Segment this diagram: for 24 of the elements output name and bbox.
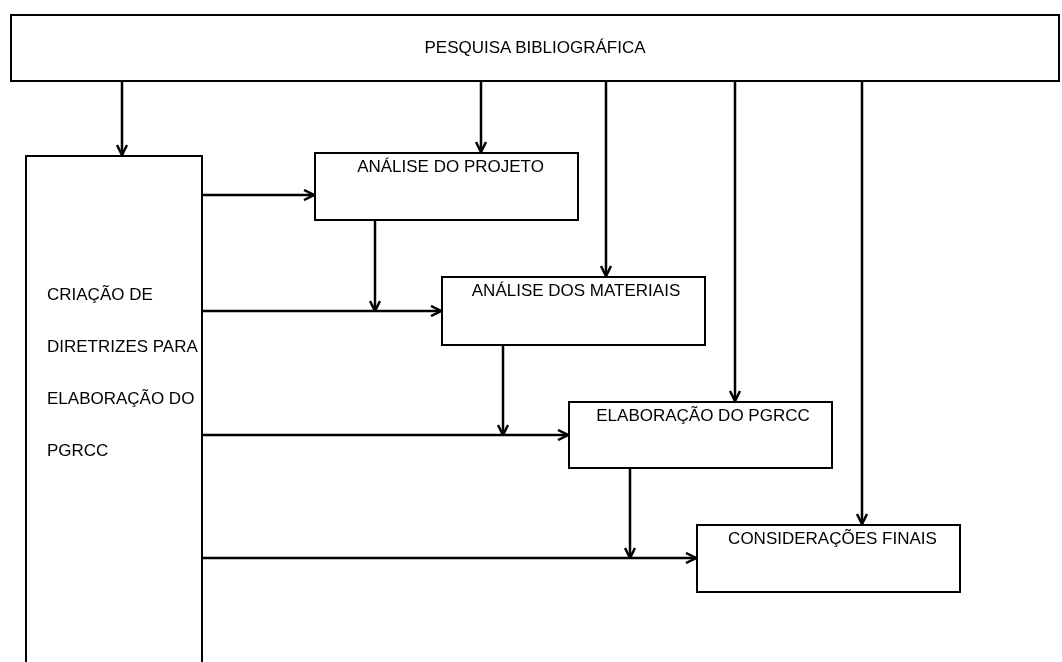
arrow [203, 188, 316, 202]
box-label: CRIAÇÃO DE DIRETRIZES PARA ELABORAÇÃO DO PGRCC [47, 284, 197, 462]
arrow [474, 82, 488, 154]
box-label: ANÁLISE DOS MATERIAIS [471, 280, 681, 302]
arrow [115, 82, 129, 157]
process-box [10, 14, 1060, 82]
process-box [441, 276, 706, 346]
arrow [203, 551, 698, 565]
arrow [623, 469, 637, 560]
arrow [855, 82, 869, 526]
arrow [368, 221, 382, 313]
process-box [25, 155, 203, 662]
arrow [203, 428, 570, 442]
box-label: CONSIDERAÇÕES FINAIS [728, 528, 937, 550]
process-box [568, 401, 833, 469]
arrow [728, 82, 742, 403]
arrow [496, 346, 510, 437]
process-box [696, 524, 961, 593]
box-label: ANÁLISE DO PROJETO [357, 156, 544, 178]
box-label: PESQUISA BIBLIOGRÁFICA [424, 37, 646, 60]
arrow [599, 82, 613, 278]
process-box [314, 152, 579, 221]
box-label: ELABORAÇÃO DO PGRCC [596, 405, 810, 427]
arrow [203, 304, 443, 318]
